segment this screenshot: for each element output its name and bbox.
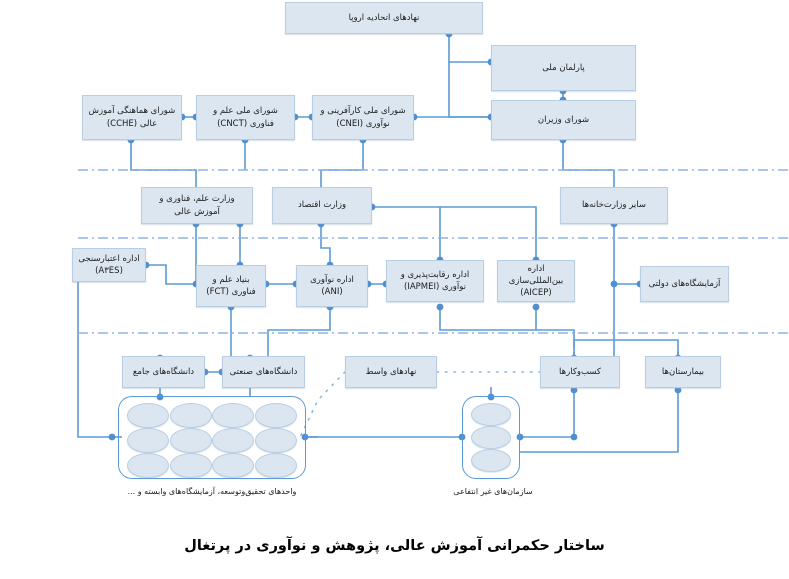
node-ani[interactable]: اداره نوآوری (ANI) <box>296 265 368 307</box>
node-a3es-label: اداره اعتبارسنجی (A۳ES) <box>78 253 140 276</box>
node-aicep-label: اداره بین‌المللی‌سازی (AICEP) <box>508 263 564 299</box>
figure-title-text: ساختار حکمرانی آموزش عالی، پژوهش و نوآور… <box>184 538 605 554</box>
node-iapmei-label: اداره رقابت‌پذیری و نوآوری (IAPMEI) <box>400 269 470 292</box>
node-ministry-science[interactable]: وزارت علم، فناوری و آموزش عالی <box>141 187 253 224</box>
node-council-of-ministers[interactable]: شورای وزیران <box>491 100 636 140</box>
node-intermediary-institutions[interactable]: نهادهای واسط <box>345 356 437 388</box>
rd-unit-ellipse[interactable] <box>127 453 170 478</box>
node-cche-label: شورای هماهنگی آموزش عالی (CCHE) <box>88 106 176 129</box>
node-hospitals[interactable]: بیمارستان‌ها <box>645 356 721 388</box>
node-comprehensive-universities[interactable]: دانشگاه‌های جامع <box>122 356 205 388</box>
rd-unit-ellipse[interactable] <box>254 428 297 453</box>
node-businesses-label: کسب‌وکارها <box>559 366 601 377</box>
node-cnei[interactable]: شورای ملی کارآفرینی و نوآوری (CNEI) <box>312 95 414 140</box>
node-intermediary-institutions-label: نهادهای واسط <box>365 366 417 377</box>
node-ani-label: اداره نوآوری (ANI) <box>310 274 354 297</box>
cluster-nonprofits-caption-text: سازمان‌های غیر انتفاعی <box>453 487 533 496</box>
node-ministry-economy[interactable]: وزارت اقتصاد <box>272 187 372 224</box>
rd-unit-ellipse[interactable] <box>169 453 212 478</box>
rd-unit-ellipse[interactable] <box>127 403 170 428</box>
node-hospitals-label: بیمارستان‌ها <box>661 366 705 377</box>
rd-unit-ellipse[interactable] <box>169 403 212 428</box>
node-national-parliament-label: پارلمان ملی <box>542 62 585 73</box>
node-ministry-economy-label: وزارت اقتصاد <box>297 200 347 211</box>
nonprofit-ellipse[interactable] <box>471 449 511 472</box>
node-iapmei[interactable]: اداره رقابت‌پذیری و نوآوری (IAPMEI) <box>386 260 484 302</box>
rd-unit-ellipse[interactable] <box>254 453 297 478</box>
cluster-rd-units-caption: واحدهای تحقیق‌وتوسعه، آزمایشگاه‌های وابس… <box>92 486 332 498</box>
nonprofit-ellipse[interactable] <box>471 426 511 449</box>
cluster-nonprofits-grid <box>463 397 519 478</box>
node-national-parliament[interactable]: پارلمان ملی <box>491 45 636 91</box>
rd-unit-ellipse[interactable] <box>169 428 212 453</box>
node-state-labs-label: آزمایشگاه‌های دولتی <box>648 278 721 289</box>
node-council-of-ministers-label: شورای وزیران <box>537 114 590 125</box>
node-industrial-universities-label: دانشگاه‌های صنعتی <box>229 366 298 377</box>
node-fct[interactable]: بنیاد علم و فناوری (FCT) <box>196 265 266 307</box>
node-comprehensive-universities-label: دانشگاه‌های جامع <box>132 366 195 377</box>
node-ministry-science-label: وزارت علم، فناوری و آموزش عالی <box>159 194 235 217</box>
cluster-nonprofits[interactable] <box>462 396 520 479</box>
cluster-rd-units-grid <box>119 397 305 478</box>
node-aicep[interactable]: اداره بین‌المللی‌سازی (AICEP) <box>497 260 575 302</box>
rd-unit-ellipse[interactable] <box>212 428 255 453</box>
node-other-ministries[interactable]: سایر وزارت‌خانه‌ها <box>560 187 668 224</box>
node-state-labs[interactable]: آزمایشگاه‌های دولتی <box>640 266 729 302</box>
node-other-ministries-label: سایر وزارت‌خانه‌ها <box>582 200 646 211</box>
node-cnct[interactable]: شورای ملی علم و فناوری (CNCT) <box>196 95 295 140</box>
node-businesses[interactable]: کسب‌وکارها <box>540 356 620 388</box>
rd-unit-ellipse[interactable] <box>212 403 255 428</box>
cluster-rd-units-caption-text: واحدهای تحقیق‌وتوسعه، آزمایشگاه‌های وابس… <box>127 487 297 496</box>
node-fct-label: بنیاد علم و فناوری (FCT) <box>206 274 256 297</box>
rd-unit-ellipse[interactable] <box>212 453 255 478</box>
node-eu-institutions[interactable]: نهادهای اتحادیه اروپا <box>285 2 483 34</box>
node-cnct-label: شورای ملی علم و فناوری (CNCT) <box>213 106 278 129</box>
node-cche[interactable]: شورای هماهنگی آموزش عالی (CCHE) <box>82 95 182 140</box>
cluster-nonprofits-caption: سازمان‌های غیر انتفاعی <box>418 486 568 498</box>
cluster-rd-units[interactable] <box>118 396 306 479</box>
nonprofit-ellipse[interactable] <box>471 403 511 426</box>
node-a3es[interactable]: اداره اعتبارسنجی (A۳ES) <box>72 248 146 282</box>
rd-unit-ellipse[interactable] <box>127 428 170 453</box>
rd-unit-ellipse[interactable] <box>254 403 297 428</box>
node-industrial-universities[interactable]: دانشگاه‌های صنعتی <box>222 356 305 388</box>
node-cnei-label: شورای ملی کارآفرینی و نوآوری (CNEI) <box>320 106 406 129</box>
figure-title: ساختار حکمرانی آموزش عالی، پژوهش و نوآور… <box>0 538 789 554</box>
node-eu-institutions-label: نهادهای اتحادیه اروپا <box>348 12 420 23</box>
